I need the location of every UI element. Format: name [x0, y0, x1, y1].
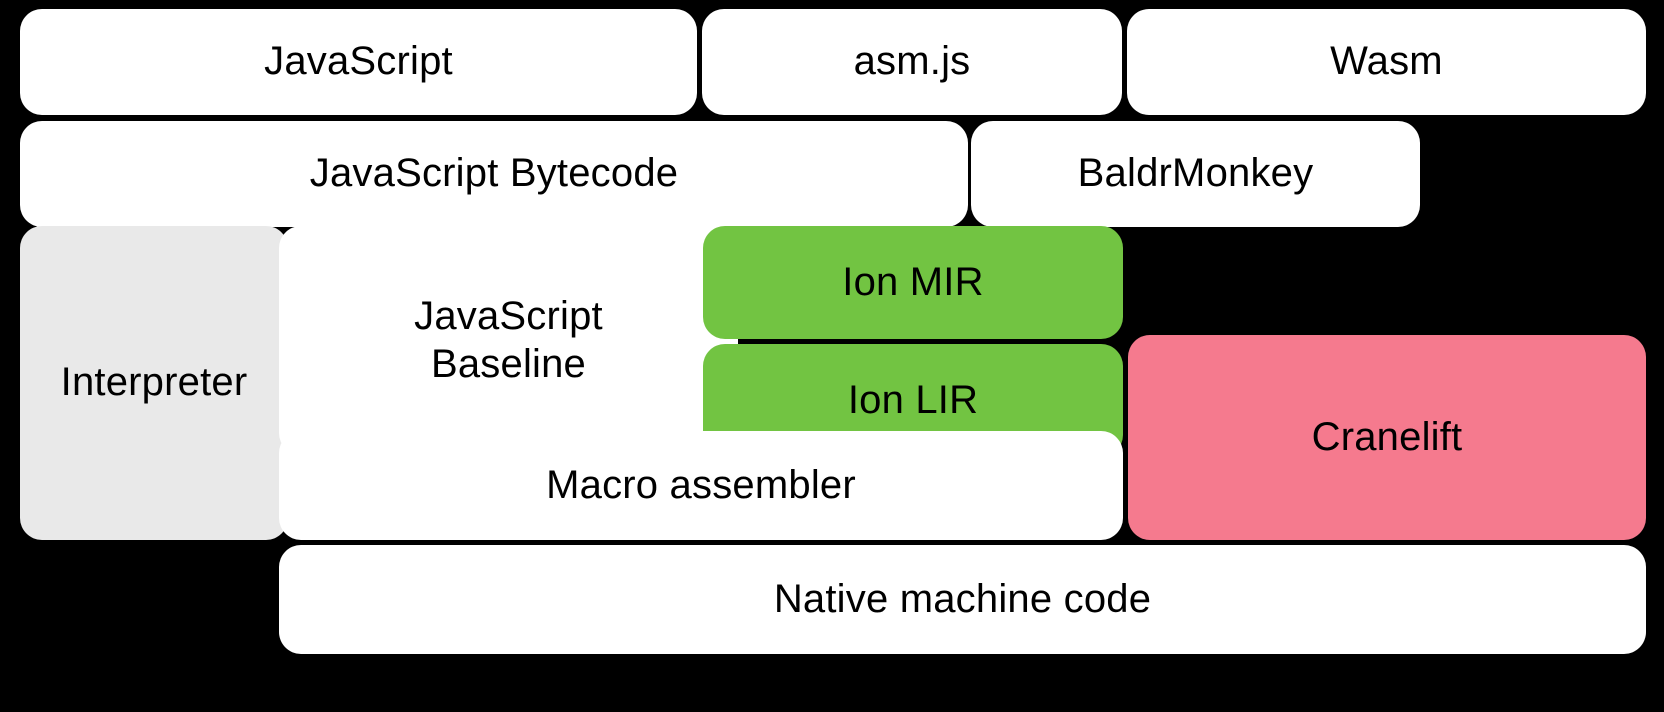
node-baldrmonkey: BaldrMonkey [971, 121, 1420, 227]
node-macro-assembler: Macro assembler [279, 431, 1123, 540]
node-javascript-bytecode: JavaScript Bytecode [20, 121, 968, 227]
node-native-machine-code: Native machine code [279, 545, 1646, 654]
node-interpreter: Interpreter [20, 226, 288, 540]
node-asm-js: asm.js [702, 9, 1122, 115]
node-javascript: JavaScript [20, 9, 697, 115]
node-wasm: Wasm [1127, 9, 1646, 115]
node-javascript-baseline: JavaScript Baseline [279, 226, 738, 455]
node-ion-mir: Ion MIR [703, 226, 1123, 339]
node-cranelift: Cranelift [1128, 335, 1646, 540]
